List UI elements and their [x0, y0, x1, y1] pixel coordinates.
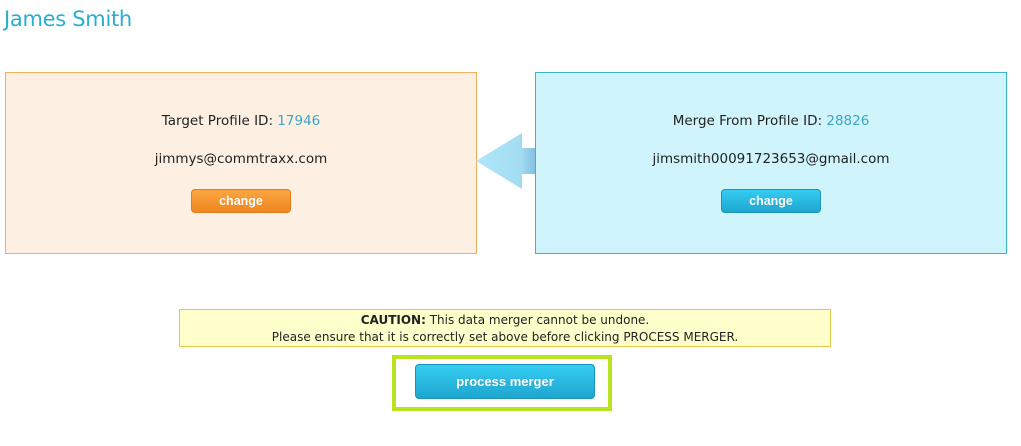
source-profile-panel: Merge From Profile ID: 28826 jimsmith000… [535, 72, 1007, 254]
process-merger-button[interactable]: process merger [415, 364, 595, 399]
process-merger-highlight [392, 355, 612, 411]
source-profile-label-text: Merge From Profile ID: [672, 113, 823, 129]
target-profile-email: jimmys@commtraxx.com [154, 151, 328, 167]
caution-label: CAUTION: [360, 313, 426, 327]
target-profile-id[interactable]: 17946 [277, 113, 321, 129]
change-source-button[interactable]: change [721, 189, 821, 213]
source-profile-label: Merge From Profile ID: 28826 [673, 112, 870, 130]
caution-line-2: Please ensure that it is correctly set a… [271, 330, 739, 344]
page-title: James Smith [4, 7, 132, 31]
caution-line-1: CAUTION: This data merger cannot be undo… [180, 312, 830, 329]
caution-notice: CAUTION: This data merger cannot be undo… [179, 309, 831, 347]
arrow-left-icon [476, 133, 574, 189]
source-profile-id[interactable]: 28826 [826, 113, 870, 129]
target-profile-panel: Target Profile ID: 17946 jimmys@commtrax… [5, 72, 477, 254]
target-profile-label: Target Profile ID: 17946 [162, 112, 321, 130]
target-profile-label-text: Target Profile ID: [161, 113, 273, 129]
change-target-button[interactable]: change [191, 189, 291, 213]
source-profile-email: jimsmith00091723653@gmail.com [652, 151, 890, 167]
caution-text: This data merger cannot be undone. [429, 313, 650, 327]
